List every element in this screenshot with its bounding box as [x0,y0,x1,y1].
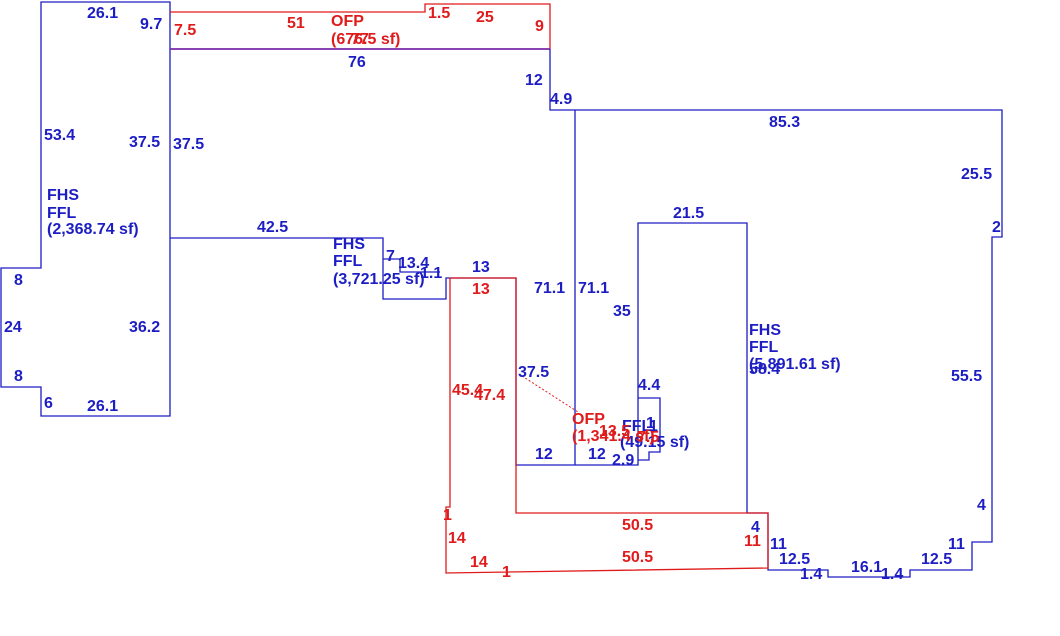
dimension-label: 12.5 [779,551,810,568]
dimension-label: 37.5 [173,136,204,153]
dimension-label: 2 [992,219,1001,236]
dimension-label: 9.7 [140,16,162,33]
dimension-label: 11 [948,536,965,553]
dimension-label: 47.4 [474,387,505,404]
dimension-label: 1 [502,564,511,581]
dimension-label: 50.5 [622,517,653,534]
dimension-label: 1 [443,507,452,524]
dimension-label: 7 [386,248,395,265]
top-porch-outline [170,3,551,49]
dimension-label: 1.1 [420,265,442,282]
dimension-label: 55.5 [951,368,982,385]
west-wing-outline [0,1,171,417]
dimension-label: 4.9 [550,91,572,108]
dimension-label: 8 [14,272,23,289]
dimension-label: 77 [351,31,369,48]
dimension-label: 4 [751,519,760,536]
lower-porch-outline [445,277,769,574]
dimension-label: 85.3 [769,114,800,131]
dimension-label: 2.9 [612,452,634,469]
dimension-label: 12.5 [921,551,952,568]
area-label-code: FFL [333,253,363,270]
dimension-label: 14 [470,554,488,571]
dimension-label: 16.1 [851,559,882,576]
area-label-size: (3,721.25 sf) [333,271,425,288]
dimension-label: 24 [4,319,22,336]
dimension-label: 37.5 [518,364,549,381]
dimension-label: 12 [588,446,606,463]
dimension-label: 12 [535,446,553,463]
dimension-label: 26.1 [87,398,118,415]
dimension-label: 7.5 [174,22,196,39]
dimension-label: 26.1 [87,5,118,22]
dimension-label: 50.5 [622,549,653,566]
porch-tie-line [521,375,579,413]
dimension-label: 71.1 [578,280,609,297]
area-label-size: (49.15 sf) [620,434,689,451]
area-label-size: (676.5 sf) [331,31,400,48]
dimension-label: 53.4 [44,127,75,144]
area-label-size: (1,341.4 sf) [572,428,655,445]
dimension-label: 35 [613,303,631,320]
dimension-label: 71.1 [534,280,565,297]
dimension-label: 11 [744,533,761,550]
dimension-label: 13.4 [398,255,429,272]
dimension-label: 1.4 [800,566,822,583]
area-label-code: FFL [749,339,779,356]
small-room-outline [638,397,661,461]
dimension-label: 45.4 [452,382,483,399]
dimension-label: 8 [14,368,23,385]
area-label-code: FHS [47,187,79,204]
dimension-label: 9 [535,18,544,35]
dimension-label: 25.5 [961,166,992,183]
dimension-label: 1.4 [881,566,903,583]
dimension-label: 1.5 [428,5,450,22]
area-label-code: FHS [333,236,365,253]
dimension-label: 7.5 [637,429,659,446]
dimension-label: 13 [472,259,490,276]
area-label-code: FFL [47,205,77,222]
dimension-label: 42.5 [257,219,288,236]
dimension-label: 21.5 [673,205,704,222]
dimension-label: 4 [977,497,986,514]
area-label-code: FFL [622,418,652,435]
dimension-label: 36.2 [129,319,160,336]
interior-wall-step [383,258,440,273]
dimension-label: 37.5 [129,134,160,151]
dimension-label: 51 [287,15,305,32]
dimension-label: 1 [649,418,658,435]
dimension-label: 58.4 [749,361,780,378]
dimension-label: 76 [348,54,366,71]
dimension-label: 25 [476,9,494,26]
dimension-label: 13.5 [599,423,630,440]
area-label-code: FHS [749,322,781,339]
dimension-label: 4.4 [638,377,660,394]
area-label-code: OFP [572,411,605,428]
dimension-label: 13 [472,281,490,298]
main-building-outline [170,49,1003,578]
dimension-label: 6 [44,395,53,412]
dimension-label: 14 [448,530,466,547]
area-label-size: (2,368.74 sf) [47,221,139,238]
area-label-size: (5,891.61 sf) [749,356,841,373]
dimension-label: 11 [770,536,787,553]
dimension-label: 1 [646,415,655,432]
dimension-label: 12 [525,72,543,89]
area-label-code: OFP [331,13,364,30]
